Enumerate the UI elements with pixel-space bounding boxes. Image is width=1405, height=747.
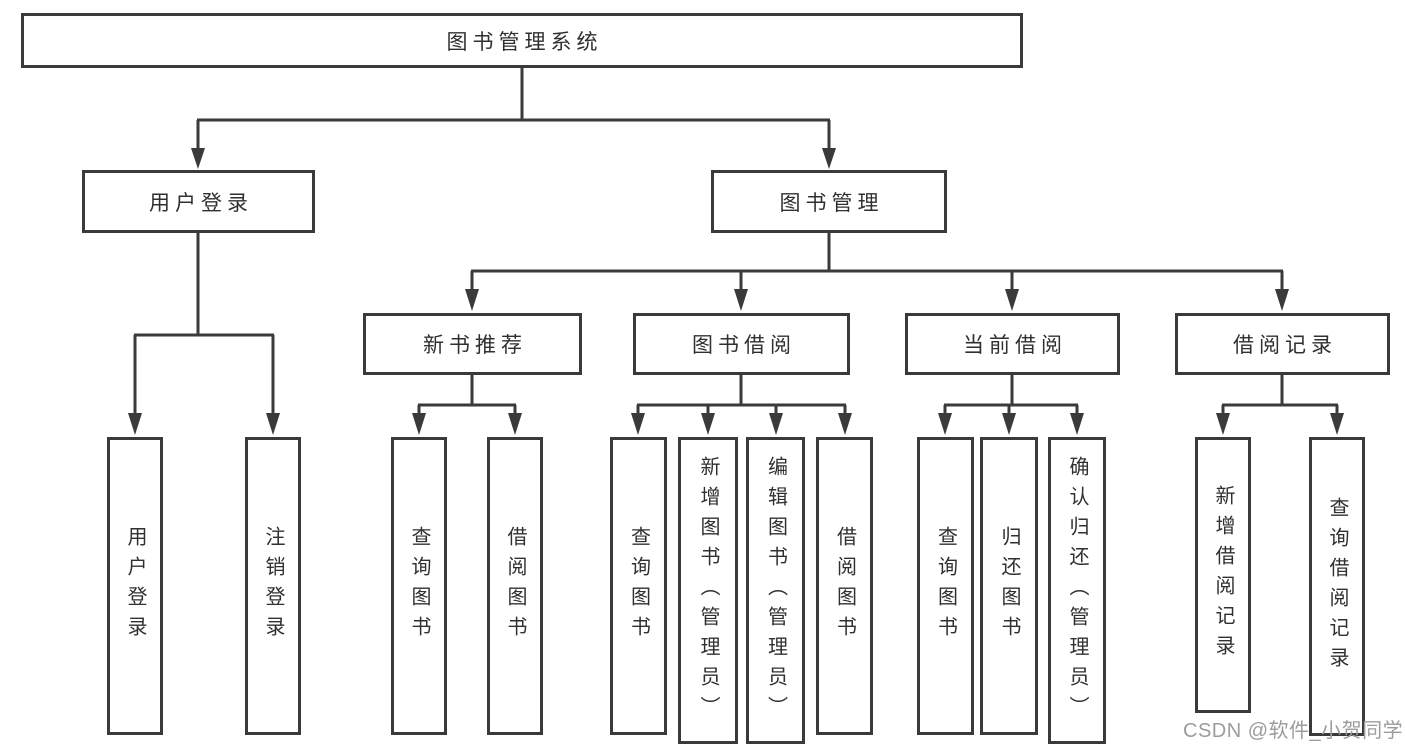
watermark: CSDN @软件_小贺同学 (1183, 720, 1404, 742)
node-label: 新增图书（管理员） (697, 455, 719, 726)
node-current-borrowing: 当前借阅 (905, 313, 1120, 375)
node-label: 借阅记录 (1233, 334, 1337, 357)
node-borrow-books-leaf: 借阅图书 (816, 437, 873, 735)
node-add-books-admin: 新增图书（管理员） (678, 437, 738, 744)
node-label: 当前借阅 (963, 334, 1067, 357)
node-label: 图书管理 (779, 191, 884, 215)
node-label: 图书借阅 (692, 334, 796, 357)
node-add-borrow-record: 新增借阅记录 (1195, 437, 1251, 713)
arrow-heads (128, 148, 1344, 435)
node-logout: 注销登录 (245, 437, 301, 735)
node-user-login-leaf: 用户登录 (107, 437, 163, 735)
node-label: 编辑图书（管理员） (764, 455, 787, 726)
node-label: 新书推荐 (423, 334, 527, 357)
node-label: 查询图书 (627, 526, 650, 646)
node-confirm-return-admin: 确认归还（管理员） (1048, 437, 1106, 744)
node-label: 用户登录 (124, 526, 146, 646)
node-library-system: 图书管理系统 (21, 13, 1023, 68)
node-borrowing-records: 借阅记录 (1175, 313, 1390, 375)
node-label: 确认归还（管理员） (1066, 455, 1088, 726)
node-user-login: 用户登录 (82, 170, 315, 233)
node-label: 查询图书 (934, 526, 957, 646)
node-label: 查询借阅记录 (1326, 496, 1348, 677)
node-query-books-borrowing: 查询图书 (610, 437, 667, 735)
node-book-management: 图书管理 (711, 170, 947, 233)
tree-edges (133, 68, 1339, 416)
node-label: 查询图书 (408, 526, 430, 646)
node-label: 新增借阅记录 (1212, 485, 1234, 665)
node-query-books-recommend: 查询图书 (391, 437, 447, 735)
node-label: 归还图书 (998, 526, 1020, 646)
node-label: 借阅图书 (833, 526, 856, 646)
node-borrow-books-recommend: 借阅图书 (487, 437, 543, 735)
node-query-books-current: 查询图书 (917, 437, 974, 735)
node-new-book-recommend: 新书推荐 (363, 313, 582, 375)
node-book-borrowing: 图书借阅 (633, 313, 850, 375)
node-label: 注销登录 (262, 526, 284, 646)
node-label: 图书管理系统 (446, 30, 603, 54)
node-label: 借阅图书 (504, 526, 526, 646)
node-query-borrow-record: 查询借阅记录 (1309, 437, 1365, 736)
node-return-books: 归还图书 (980, 437, 1038, 735)
node-edit-books-admin: 编辑图书（管理员） (746, 437, 805, 744)
node-label: 用户登录 (149, 191, 253, 215)
